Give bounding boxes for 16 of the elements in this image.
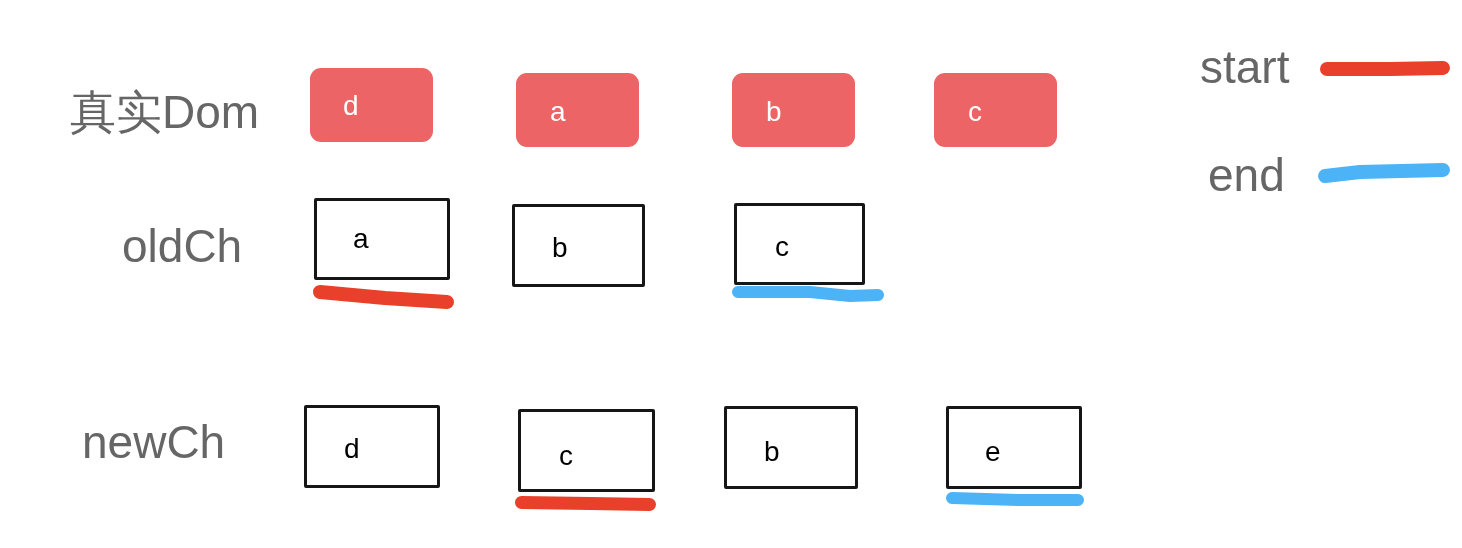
dom-box: a xyxy=(516,73,639,147)
legend-label: start xyxy=(1200,44,1290,90)
vnode-box: c xyxy=(734,203,865,285)
vnode-box: b xyxy=(724,406,858,489)
dom-box: b xyxy=(732,73,855,147)
dom-box: d xyxy=(310,68,433,142)
legend-label: end xyxy=(1208,152,1285,198)
vnode-box: b xyxy=(512,204,645,287)
vnode-box: d xyxy=(304,405,440,488)
vnode-box: a xyxy=(314,198,450,280)
row-label: oldCh xyxy=(122,223,243,269)
vnode-box: c xyxy=(518,409,655,492)
row-label: newCh xyxy=(82,419,226,465)
dom-box: c xyxy=(934,73,1057,147)
vnode-box: e xyxy=(946,406,1082,489)
row-label: 真实Dom xyxy=(70,89,260,135)
